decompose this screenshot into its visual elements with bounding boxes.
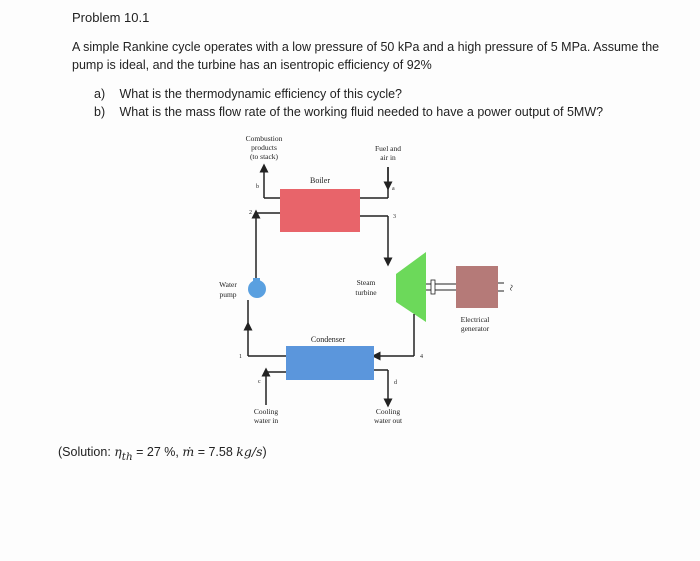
solution-prefix: (Solution: — [58, 445, 115, 459]
eta-symbol: η — [114, 444, 122, 459]
question-b: b) What is the mass flow rate of the wor… — [94, 103, 603, 121]
turbine-label-2: turbine — [355, 288, 377, 297]
water-pump-outlet — [253, 278, 260, 284]
stream-a-label: a — [392, 186, 395, 192]
cooling-out-label-1: Cooling — [376, 407, 400, 416]
combustion-label-2: products — [251, 143, 277, 152]
steam-turbine — [396, 252, 426, 322]
state-3-label: 3 — [393, 214, 396, 220]
problem-title: Problem 10.1 — [72, 10, 150, 25]
turbine-label-1: Steam — [357, 278, 376, 287]
state-1-label: 1 — [239, 354, 242, 360]
mdot-value: = 7.58 — [194, 445, 237, 459]
coupling — [430, 279, 436, 295]
combustion-label-3: (to stack) — [250, 152, 279, 161]
generator-label-2: generator — [461, 324, 490, 333]
question-a: a) What is the thermodynamic efficiency … — [94, 85, 603, 103]
stream-b-label: b — [256, 184, 259, 190]
eta-value: = 27 %, — [132, 445, 183, 459]
generator-label-1: Electrical — [461, 315, 490, 324]
question-list: a) What is the thermodynamic efficiency … — [94, 85, 603, 121]
stream-c-label: c — [258, 379, 261, 385]
question-label: a) — [94, 87, 106, 101]
state-2-label: 2 — [249, 210, 252, 216]
cooling-in-label-1: Cooling — [254, 407, 278, 416]
question-text: What is the mass flow rate of the workin… — [119, 105, 604, 119]
generator-symbol: ~ — [504, 283, 519, 292]
condenser — [286, 346, 374, 380]
problem-statement: A simple Rankine cycle operates with a l… — [72, 40, 660, 72]
boiler — [280, 189, 360, 232]
fuel-label-1: Fuel and — [375, 144, 401, 153]
mdot-unit: kg/s — [236, 444, 263, 459]
state-4-label: 4 — [420, 354, 423, 360]
electrical-generator — [456, 266, 498, 308]
water-pump-label-1: Water — [219, 280, 237, 289]
water-pump-label-2: pump — [219, 290, 236, 299]
solution-suffix: ) — [262, 445, 267, 459]
question-label: b) — [94, 105, 106, 119]
combustion-label-1: Combustion — [246, 134, 283, 143]
stream-d-label: d — [394, 380, 397, 386]
solution-line: (Solution: ηth = 27 %, ṁ = 7.58 kg/s) — [58, 444, 267, 463]
eta-subscript: th — [121, 450, 133, 463]
condenser-label: Condenser — [311, 335, 346, 344]
cooling-in-label-2: water in — [254, 416, 279, 425]
question-text: What is the thermodynamic efficiency of … — [119, 87, 403, 101]
mdot-symbol: ṁ — [182, 444, 195, 459]
water-pump — [248, 280, 266, 298]
cooling-out-label-2: water out — [374, 416, 403, 425]
boiler-label: Boiler — [310, 176, 330, 185]
fuel-label-2: air in — [380, 153, 396, 162]
